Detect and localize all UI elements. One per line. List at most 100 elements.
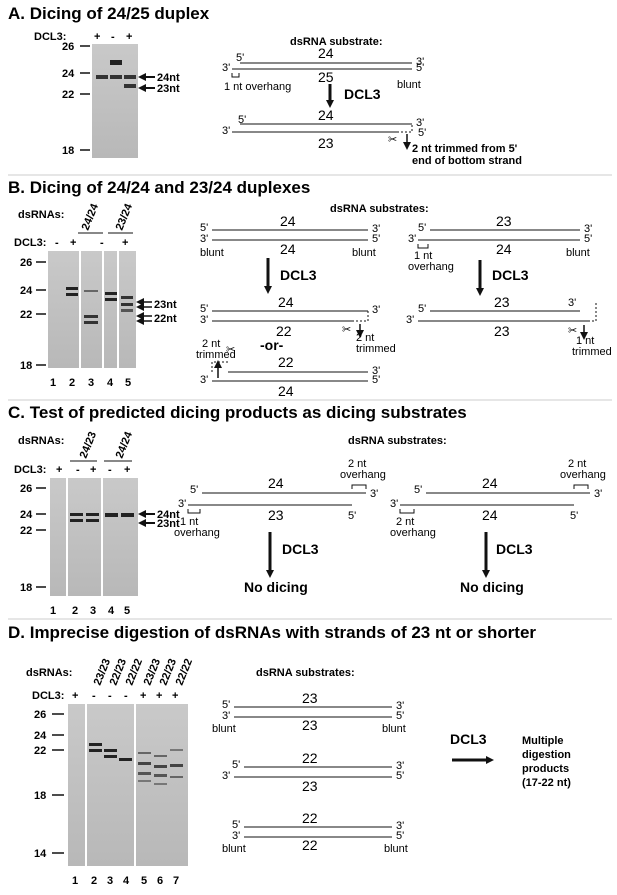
panel-c-left-bottom-length: 23	[268, 507, 284, 523]
panel-b-marker-26: 26	[20, 257, 32, 269]
panel-d-end-label: 5'	[396, 710, 404, 722]
panel-d-dcl3-sign-7: +	[172, 690, 178, 702]
panel-a-marker-22: 22	[62, 89, 74, 101]
panel-c-band	[86, 519, 99, 522]
panel-b-marker-22: 22	[20, 309, 32, 321]
panel-b-band	[105, 298, 117, 301]
panel-a-band-label-24nt: 24nt	[157, 72, 180, 84]
panel-d-marker-26: 26	[34, 709, 46, 721]
panel-b-lane-2: 2	[69, 377, 75, 389]
panel-d-dcl3-label: DCL3:	[32, 690, 64, 702]
panel-a-end-label: 3'	[222, 62, 230, 74]
scissors-icon: ✂	[388, 134, 397, 146]
panel-b-left-blunt-2: blunt	[352, 247, 376, 259]
panel-c-left-overhang-bottom: overhang	[174, 527, 220, 539]
panel-c-heading: C. Test of predicted dicing products as …	[8, 403, 467, 422]
panel-a-band	[124, 75, 136, 79]
panel-a-band	[110, 60, 122, 65]
panel-c-marker-22: 22	[20, 525, 32, 537]
panel-c-dcl3-sign-1: +	[56, 464, 62, 476]
panel-b-left-product-bottom-length: 22	[276, 323, 292, 339]
panel-b-end-label: 5'	[584, 233, 592, 245]
panel-d-result-3: products	[522, 763, 569, 775]
panel-a-band-label-23nt: 23nt	[157, 83, 180, 95]
panel-c-left-overhang-top: overhang	[340, 469, 386, 481]
panel-a-end-label: 5'	[418, 127, 426, 139]
panel-d-dsrnas-label: dsRNAs:	[26, 667, 72, 679]
panel-c-end-label: 3'	[370, 488, 378, 500]
panel-c-left-top-length: 24	[268, 475, 284, 491]
panel-c-band	[105, 513, 118, 517]
panel-b-or: -or-	[260, 337, 284, 353]
panel-d-s2-top-length: 22	[302, 750, 318, 766]
panel-d-s1-blunt-left: blunt	[212, 723, 236, 735]
panel-c-left-bottom-bracket	[187, 509, 201, 514]
panel-d-band	[138, 780, 151, 782]
panel-b-band	[84, 321, 98, 324]
panel-b-right-top-length: 23	[496, 213, 512, 229]
panel-d-end-label: 5'	[396, 770, 404, 782]
panel-b-right-trim-2: trimmed	[572, 346, 612, 358]
panel-c-marker-26: 26	[20, 483, 32, 495]
panel-c-substrate-title: dsRNA substrates:	[348, 435, 447, 447]
panel-d-end-label: 5'	[222, 699, 230, 711]
panel-b-left-blunt-1: blunt	[200, 247, 224, 259]
panel-b-dcl3-sign-4: +	[122, 237, 128, 249]
panel-d-s3-top-length: 22	[302, 810, 318, 826]
panel-d-s2-bottom-length: 23	[302, 778, 318, 794]
panel-d-s3-bottom-length: 22	[302, 837, 318, 853]
panel-d-marker-24: 24	[34, 730, 47, 742]
panel-b-band	[121, 309, 133, 312]
panel-a-dcl3-sign-3: +	[126, 31, 132, 43]
panel-d-gel	[68, 704, 188, 866]
panel-b-end-label: 3'	[408, 233, 416, 245]
panel-a-end-label: 5'	[238, 114, 246, 126]
panel-a-end-label: 3'	[416, 56, 424, 68]
panel-b-left-trim-2: trimmed	[356, 343, 396, 355]
panel-b-marker-24: 24	[20, 285, 33, 297]
panel-c-lane-1: 1	[50, 605, 56, 617]
panel-c-band	[86, 513, 99, 516]
panel-b-dcl3-sign-2: +	[70, 237, 76, 249]
panel-d-lane-1: 1	[72, 875, 78, 887]
panel-b-left-product-top-length: 24	[278, 294, 294, 310]
panel-b-band	[84, 315, 98, 318]
panel-b-dcl3-sign-3: -	[100, 237, 104, 249]
panel-d-s1-bottom-length: 23	[302, 717, 318, 733]
panel-a-end-label: 5'	[416, 62, 424, 74]
panel-b-band-label-23nt: 23nt	[154, 299, 177, 311]
panel-d-band	[154, 765, 167, 768]
panel-d-result-1: Multiple	[522, 735, 564, 747]
panel-d-s1-top-length: 23	[302, 690, 318, 706]
panel-d-end-label: 3'	[222, 770, 230, 782]
panel-b-end-label: 5'	[418, 222, 426, 234]
panel-b-right-blunt: blunt	[566, 247, 590, 259]
panel-d-band	[89, 749, 102, 752]
panel-a-top-length: 24	[318, 45, 334, 61]
panel-a-bottom-length: 25	[318, 69, 334, 85]
panel-b-end-label: 5'	[200, 222, 208, 234]
panel-d-band	[89, 743, 102, 746]
panel-b-dsrnas-label: dsRNAs:	[18, 209, 64, 221]
panel-a-dcl3-sign-2: -	[111, 31, 115, 43]
panel-a-dcl3-label: DCL3:	[34, 31, 66, 43]
panel-b-left-top-length: 24	[280, 213, 296, 229]
panel-d-end-label: 5'	[396, 830, 404, 842]
panel-d-s1-blunt-right: blunt	[382, 723, 406, 735]
panel-c-duplex-label-2: 24/24	[114, 429, 136, 460]
panel-a-marker-18: 18	[62, 145, 74, 157]
panel-c-right-top-bracket	[573, 484, 589, 489]
panel-a-overhang-note: 1 nt overhang	[224, 81, 291, 93]
panel-d-band	[138, 752, 151, 754]
panel-c-marker-18: 18	[20, 582, 32, 594]
panel-b-right-product-bottom-length: 23	[494, 323, 510, 339]
panel-b-end-label: 3'	[372, 223, 380, 235]
panel-a-blunt: blunt	[397, 79, 421, 91]
panel-d-band	[154, 755, 167, 757]
panel-c-right-two-nt: 2 nt	[568, 458, 586, 470]
panel-d-lane-6: 6	[157, 875, 163, 887]
panel-b-end-label: 5'	[418, 303, 426, 315]
panel-b-alt-trim-2: trimmed	[196, 349, 236, 361]
panel-c-end-label: 3'	[594, 488, 602, 500]
panel-d-s3-blunt-right: blunt	[384, 843, 408, 855]
